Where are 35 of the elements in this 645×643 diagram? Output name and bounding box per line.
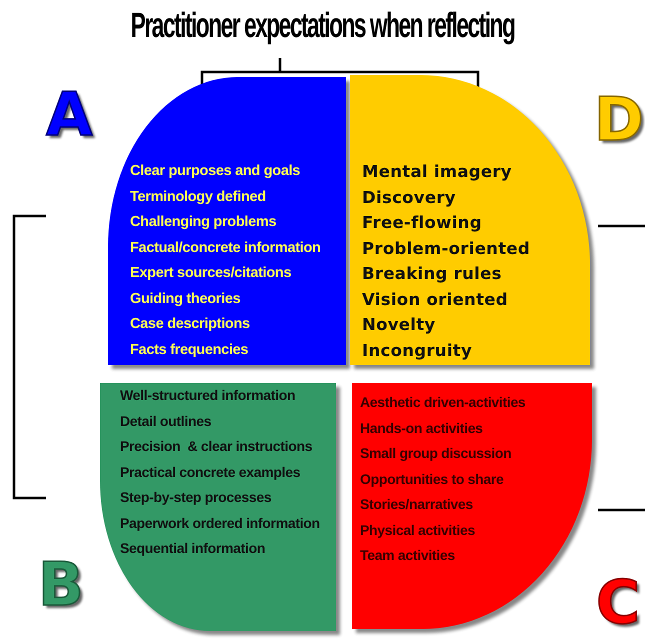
- list-item: Well-structured information: [120, 386, 296, 405]
- list-item: Mental imagery: [362, 161, 513, 183]
- list-item: Physical activities: [360, 520, 476, 540]
- list-item: Factual/concrete information: [130, 238, 321, 258]
- list-item: Challenging problems: [130, 213, 278, 232]
- list-item: Practical concrete examples: [120, 462, 302, 482]
- list-item: Guiding theories: [130, 290, 242, 308]
- list-item: Hands-on activities: [360, 418, 484, 438]
- list-item: Sequential information: [120, 539, 266, 558]
- list-item: Clear purposes and goals: [130, 162, 302, 181]
- diagram-title: Practitioner expectations when reflecting: [130, 6, 516, 46]
- list-item: Detail outlines: [120, 412, 212, 430]
- list-item: Breaking rules: [362, 263, 503, 285]
- list-item: Case descriptions: [130, 315, 251, 334]
- quadrant-letter: A: [46, 85, 92, 145]
- list-item: Novelty: [362, 314, 436, 336]
- list-item: Aesthetic driven-activities: [360, 393, 526, 412]
- quadrant-letter: B: [38, 555, 84, 615]
- list-item: Small group discussion: [360, 444, 512, 463]
- list-item: Precision & clear instructions: [120, 437, 314, 456]
- list-item: Step-by-step processes: [120, 488, 272, 507]
- list-item: Expert sources/citations: [130, 264, 292, 283]
- list-item: Vision oriented: [362, 288, 509, 310]
- quadrant-letter: C: [596, 573, 640, 633]
- list-item: Team activities: [360, 546, 456, 565]
- quadrant-letter: D: [594, 90, 644, 150]
- list-item: Stories/narratives: [360, 495, 474, 514]
- list-item: Incongruity: [362, 340, 474, 362]
- list-item: Terminology defined: [130, 188, 267, 206]
- list-item: Opportunities to share: [360, 470, 505, 489]
- list-item: Problem-oriented: [362, 238, 530, 260]
- list-item: Discovery: [362, 186, 457, 209]
- list-item: Free-flowing: [362, 212, 483, 234]
- list-item: Facts frequencies: [130, 340, 250, 360]
- list-item: Paperwork ordered information: [120, 514, 320, 533]
